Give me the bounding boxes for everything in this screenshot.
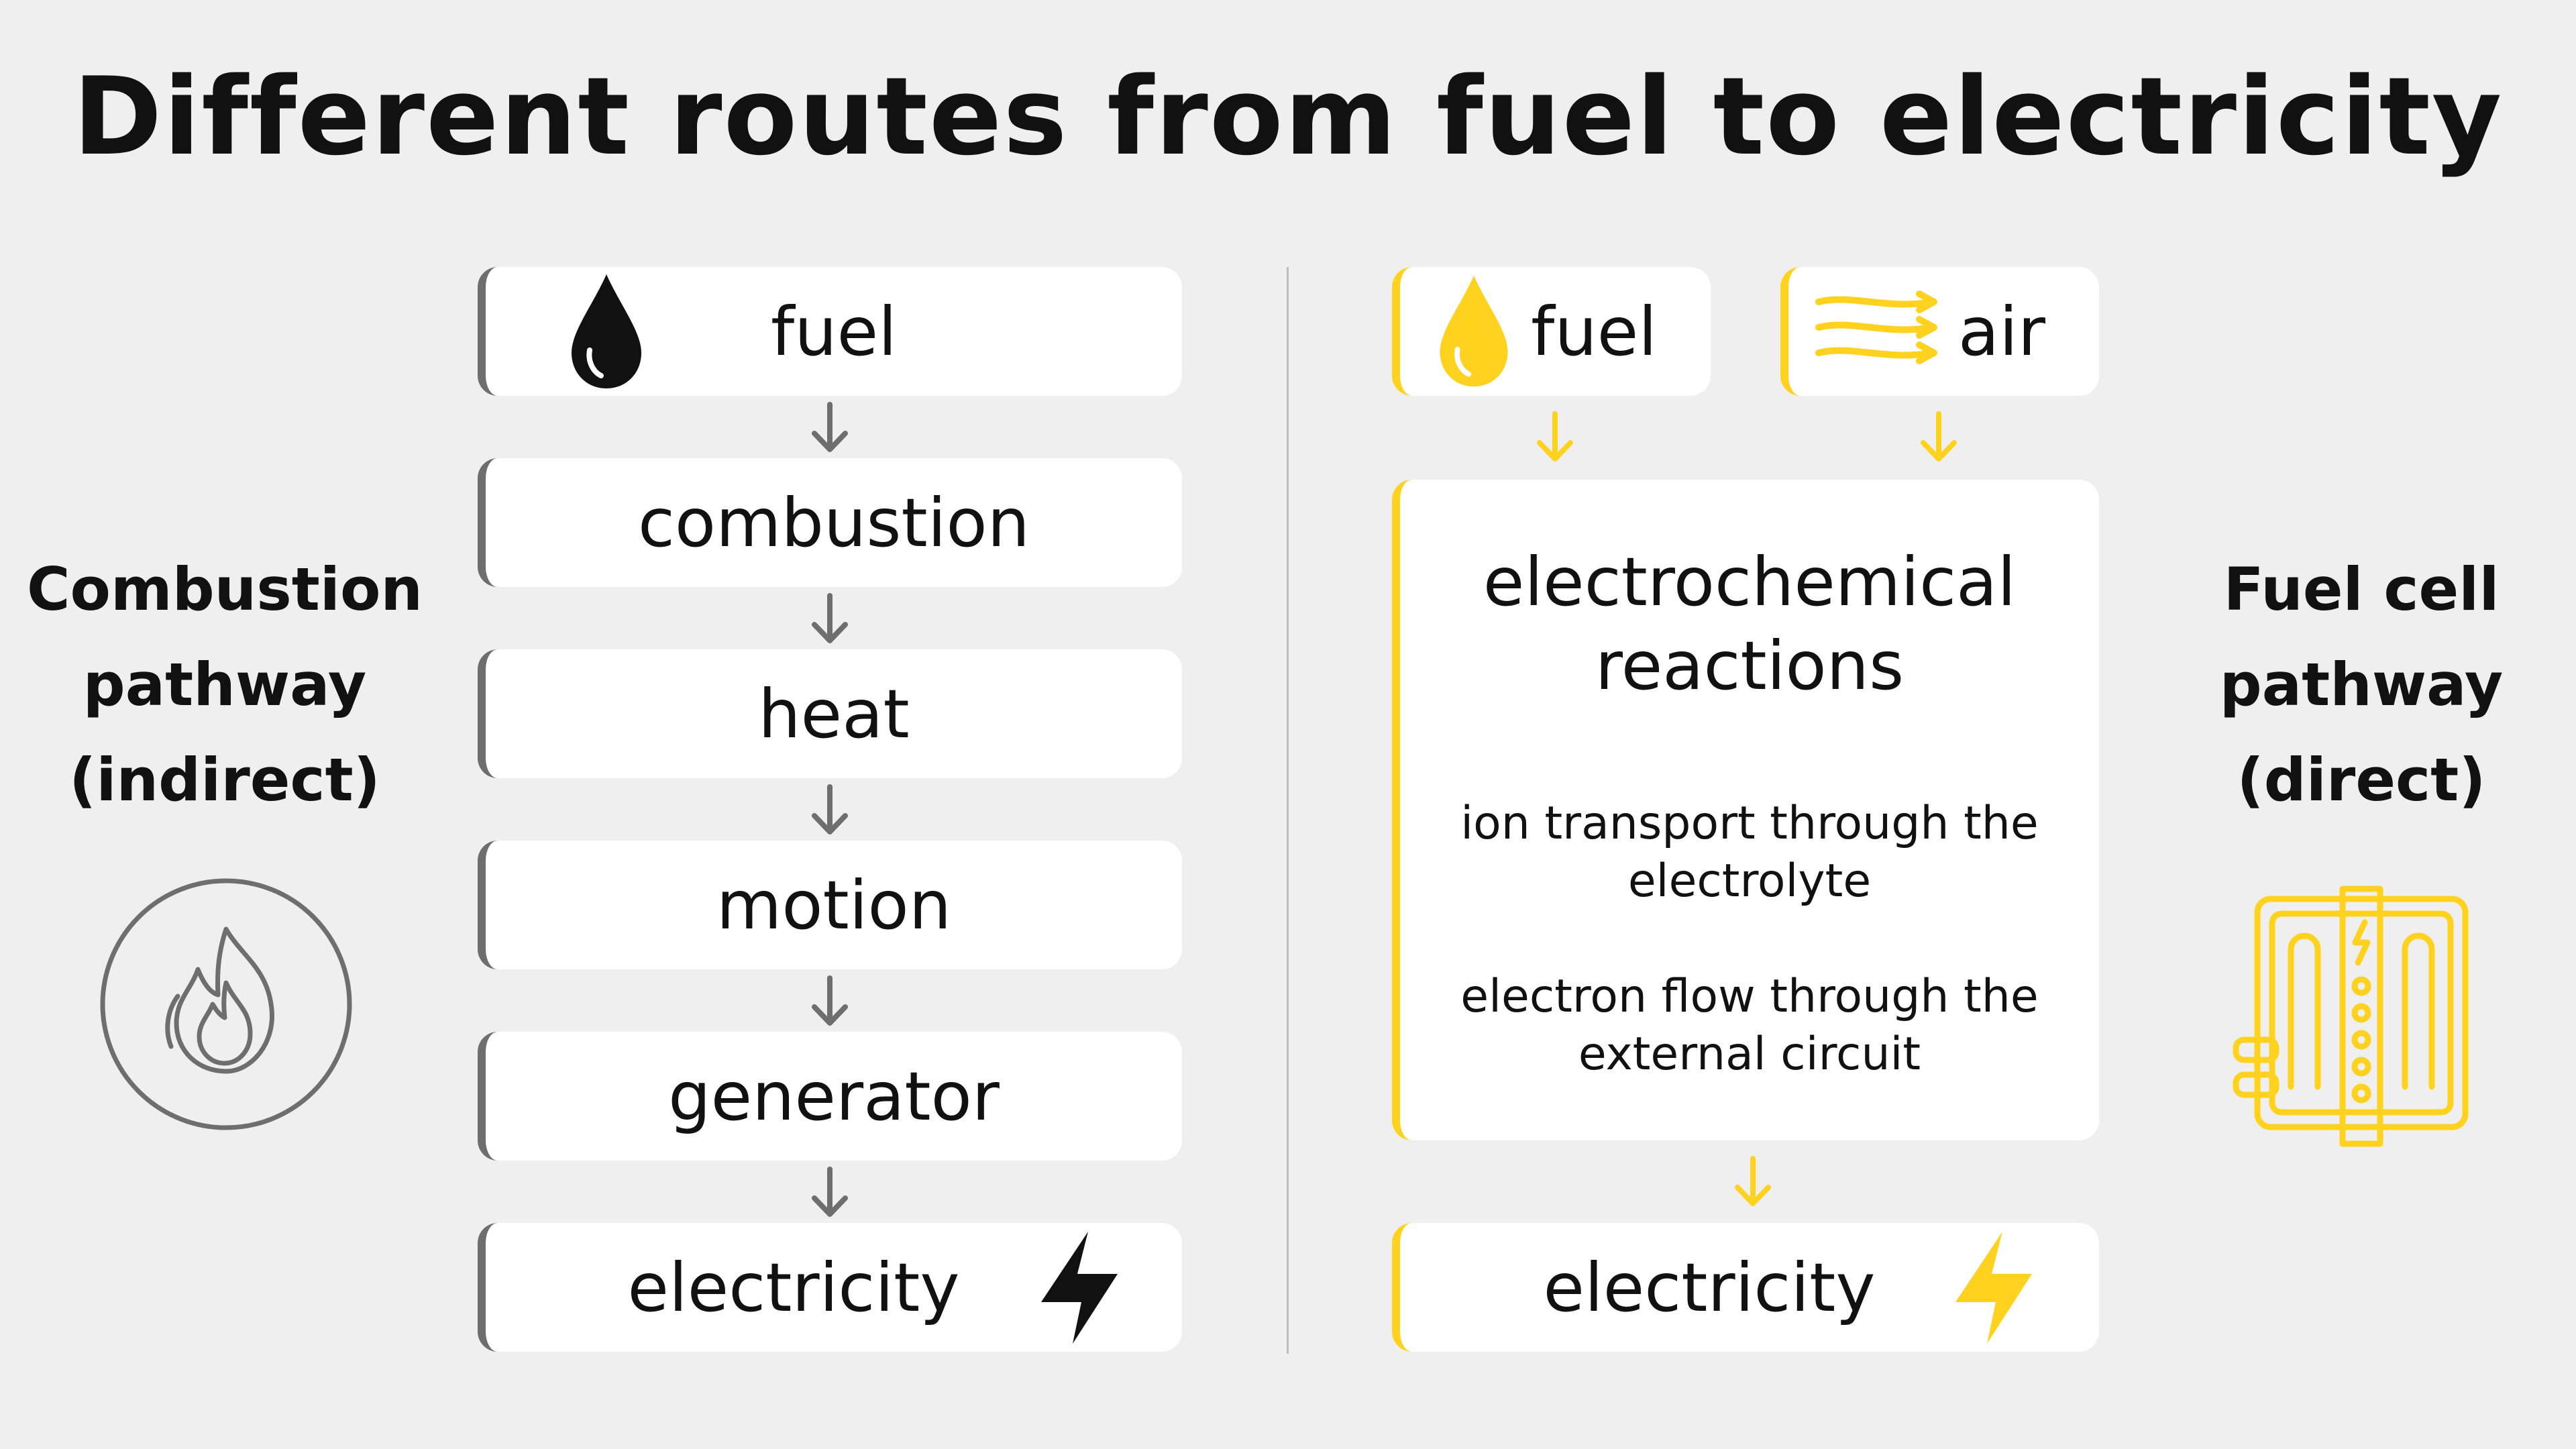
electrochemical-reactions-box: electrochemical reactions ion transport … — [1392, 480, 2099, 1140]
fuel-cell-pathway-label: Fuel cell pathway (direct) — [2147, 542, 2576, 828]
step-electricity: electricity — [478, 1223, 1182, 1352]
step-heat: heat — [478, 649, 1182, 778]
reaction-heading-line-2: reactions — [1595, 627, 1904, 705]
arrow-down-icon — [812, 1167, 848, 1217]
air-flow-icon — [1815, 290, 1937, 364]
output-electricity: electricity — [1392, 1223, 2099, 1352]
column-divider — [1287, 267, 1289, 1354]
step-fuel: fuel — [478, 267, 1182, 396]
fuel-cell-icon — [2233, 885, 2469, 1147]
combustion-label-line-1: Combustion — [26, 555, 423, 624]
input-fuel-label: fuel — [1531, 292, 1657, 371]
reaction-detail-electron-flow: electron flow through the external circu… — [1400, 968, 2099, 1083]
reaction-heading-line-1: electrochemical — [1483, 543, 2017, 621]
arrow-down-icon — [1921, 411, 1957, 462]
step-fuel-label: fuel — [771, 292, 897, 371]
arrow-down-icon — [812, 975, 848, 1026]
arrow-down-icon — [1537, 411, 1573, 462]
electron-flow-line-2: external circuit — [1578, 1028, 1921, 1081]
combustion-label-line-3: (indirect) — [69, 745, 380, 814]
lightning-bolt-icon — [1955, 1232, 2032, 1344]
fuel-cell-label-line-2: pathway — [2219, 650, 2504, 719]
step-combustion-label: combustion — [637, 483, 1030, 562]
arrow-down-icon — [812, 784, 848, 835]
page-title: Different routes from fuel to electricit… — [72, 54, 2504, 179]
step-motion: motion — [478, 841, 1182, 969]
electron-flow-line-1: electron flow through the — [1460, 970, 2039, 1023]
combustion-pathway-label: Combustion pathway (indirect) — [13, 542, 436, 828]
step-generator-label: generator — [668, 1057, 1000, 1136]
step-heat-label: heat — [758, 674, 910, 753]
fuel-drop-icon — [1440, 275, 1508, 387]
input-air: air — [1780, 267, 2099, 396]
reaction-detail-ion-transport: ion transport through the electrolyte — [1400, 795, 2099, 910]
step-combustion: combustion — [478, 458, 1182, 587]
step-electricity-label: electricity — [627, 1248, 960, 1327]
input-air-label: air — [1957, 292, 2045, 371]
ion-transport-line-1: ion transport through the — [1460, 797, 2039, 850]
fuel-cell-label-line-1: Fuel cell — [2223, 555, 2500, 624]
arrow-down-icon — [1735, 1156, 1771, 1206]
lightning-bolt-icon — [1041, 1232, 1118, 1344]
reaction-heading: electrochemical reactions — [1400, 540, 2099, 708]
combustion-label-line-2: pathway — [83, 650, 367, 719]
output-electricity-label: electricity — [1543, 1248, 1876, 1327]
flame-icon — [100, 878, 352, 1130]
arrow-down-icon — [812, 402, 848, 452]
ion-transport-line-2: electrolyte — [1627, 855, 1872, 908]
step-generator: generator — [478, 1032, 1182, 1161]
fuel-cell-label-line-3: (direct) — [2237, 745, 2486, 814]
oil-drop-icon — [572, 274, 641, 388]
step-motion-label: motion — [716, 865, 952, 945]
input-fuel: fuel — [1392, 267, 1711, 396]
arrow-down-icon — [812, 593, 848, 643]
